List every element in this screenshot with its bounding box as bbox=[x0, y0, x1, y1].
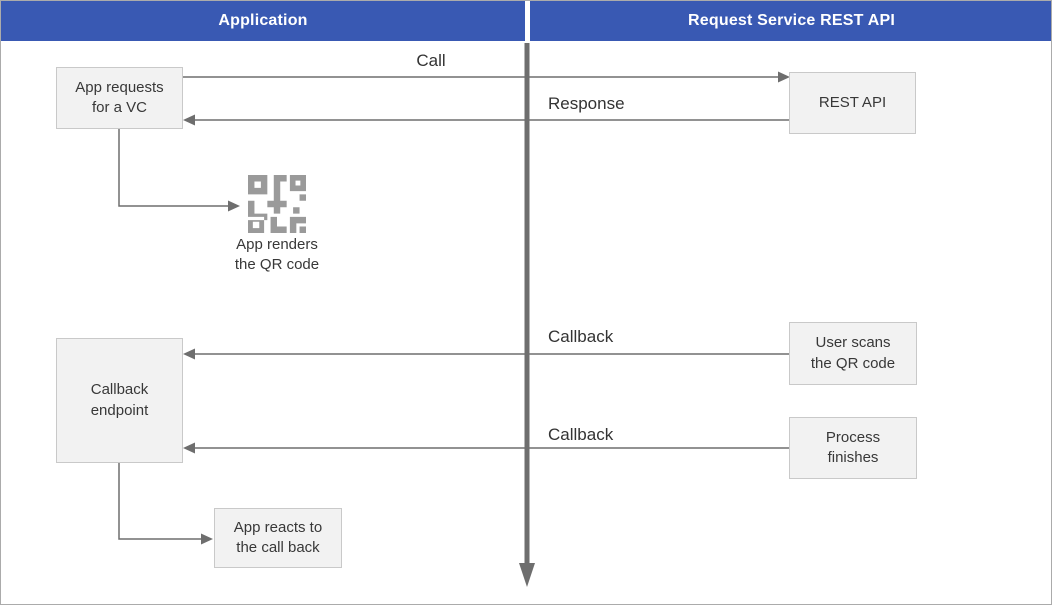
endpoint-to-reacts-arrowhead-icon bbox=[201, 533, 213, 545]
qr-caption: App renders the QR code bbox=[234, 236, 320, 274]
callback-endpoint-label: Callback endpoint bbox=[90, 381, 149, 419]
lane-header-application: Application bbox=[1, 1, 525, 41]
lane-header-request-service: Request Service REST API bbox=[530, 1, 1051, 41]
response-arrowhead-icon bbox=[183, 114, 195, 126]
callback-endpoint-box: Callback endpoint bbox=[56, 338, 183, 463]
rest-api-label: REST API bbox=[818, 93, 887, 111]
callback1-message-label: Callback bbox=[548, 327, 614, 346]
process-finishes-label: Process finishes bbox=[825, 428, 881, 466]
user-scans-box: User scans the QR code bbox=[789, 322, 917, 385]
lane-header-application-label: Application bbox=[218, 12, 308, 29]
response-message-label: Response bbox=[548, 94, 625, 113]
app-reacts-label: App reacts to the call back bbox=[233, 518, 323, 556]
lifeline-arrowhead-icon bbox=[519, 563, 535, 587]
callback2-arrowhead-icon bbox=[183, 442, 195, 454]
call-message-label: Call bbox=[416, 51, 446, 70]
app-requests-label: App requests for a VC bbox=[75, 78, 164, 116]
app-reacts-box: App reacts to the call back bbox=[214, 508, 342, 568]
callback1-arrowhead-icon bbox=[183, 348, 195, 360]
endpoint-to-reacts-connector bbox=[118, 463, 202, 540]
rest-api-box: REST API bbox=[789, 72, 916, 134]
user-scans-label: User scans the QR code bbox=[810, 334, 896, 372]
app-to-qr-arrowhead-icon bbox=[228, 200, 240, 212]
process-finishes-box: Process finishes bbox=[789, 417, 917, 479]
app-to-qr-connector bbox=[118, 129, 229, 207]
lane-header-request-service-label: Request Service REST API bbox=[688, 12, 895, 29]
callback2-message-label: Callback bbox=[548, 425, 614, 444]
app-requests-box: App requests for a VC bbox=[56, 67, 183, 129]
qr-code-icon bbox=[248, 175, 306, 233]
